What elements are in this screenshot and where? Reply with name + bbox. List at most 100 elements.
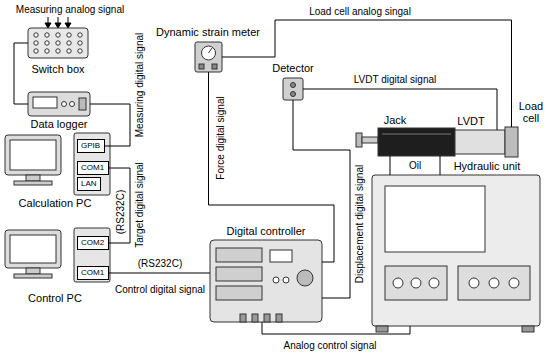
switch-box-device	[45, 41, 49, 45]
hydraulic-unit: Hydraulic unit	[372, 175, 540, 326]
hydraulic-unit-drawing	[385, 186, 485, 252]
switch-box-device	[45, 49, 49, 53]
signal-label: Measuring digital signal	[134, 32, 145, 139]
hydraulic-unit-drawing	[372, 175, 540, 326]
switch-box-device	[28, 28, 88, 58]
hydraulic-unit-drawing	[522, 326, 534, 332]
control-pc-drawing	[26, 268, 40, 274]
strain-meter-device	[199, 64, 204, 69]
port-box: COM2	[77, 236, 109, 250]
signal-line	[222, 20, 512, 127]
device-label: Data logger	[31, 118, 88, 130]
switch-box-device	[34, 33, 38, 37]
hydraulic-unit-drawing	[393, 278, 403, 288]
digital-controller-device	[283, 277, 289, 283]
signal-label: Analog control signal	[283, 340, 378, 351]
strain-meter-device	[195, 42, 222, 72]
hydraulic-unit-drawing	[429, 278, 439, 288]
port-label: GPIB	[78, 141, 104, 151]
switch-box-device	[67, 33, 71, 37]
detector-device	[291, 92, 296, 97]
switch-box-device	[34, 33, 82, 53]
digital-controller-device	[264, 314, 270, 322]
digital-controller-device	[276, 314, 282, 322]
signal-arrows	[45, 17, 71, 28]
detector-device	[283, 78, 303, 100]
digital-controller-device	[210, 240, 322, 322]
data-logger: Data logger	[28, 92, 90, 116]
signal-line	[109, 273, 210, 274]
control-pc-drawing	[5, 230, 61, 268]
signal-arrows	[65, 23, 71, 28]
calculation-pc-drawing	[5, 133, 110, 195]
hydraulic-unit-drawing	[469, 278, 479, 288]
data-logger-device	[28, 92, 90, 116]
data-logger-device	[70, 102, 75, 107]
data-logger-device	[28, 92, 90, 116]
control-pc-drawing	[74, 228, 110, 282]
jack-assembly	[455, 130, 505, 154]
signal-line	[262, 322, 410, 334]
device-label: Load cell	[517, 100, 545, 124]
data-logger-device	[62, 102, 67, 107]
signal-label: Control digital signal	[114, 284, 206, 295]
device-label: LVDT	[457, 115, 484, 127]
device-label: Control PC	[28, 292, 82, 304]
switch-box-device	[78, 41, 82, 45]
strain-meter-device	[209, 48, 213, 53]
device-label: Detector	[272, 62, 314, 74]
strain-meter: Dynamic strain meter	[195, 42, 222, 72]
digital-controller-device	[270, 250, 292, 262]
device-label: Jack	[384, 114, 407, 126]
hydraulic-unit-drawing	[489, 278, 499, 288]
signal-arrows	[45, 23, 51, 28]
digital-controller-device	[240, 314, 246, 322]
digital-controller-device	[216, 286, 262, 300]
data-logger-device	[79, 98, 86, 110]
signal-label: Displacement digital signal	[354, 164, 365, 284]
port-label: COM2	[78, 238, 108, 248]
detector-device	[283, 78, 303, 100]
digital-controller-device	[210, 240, 322, 322]
port-box: GPIB	[77, 139, 105, 153]
lvdt: LVDT	[455, 130, 505, 154]
port-box: COM1	[77, 161, 109, 175]
digital-controller-device	[252, 314, 258, 322]
jack-assembly	[378, 128, 455, 156]
digital-controller-device	[216, 267, 262, 281]
strain-meter-device	[212, 64, 217, 69]
signal-label: Target digital signal	[134, 161, 145, 249]
signal-line	[209, 72, 335, 262]
device-label: Calculation PC	[19, 197, 92, 209]
switch-box-device	[67, 49, 71, 53]
control-pc-drawing	[14, 274, 52, 278]
hydraulic-unit-drawing	[411, 278, 421, 288]
digital-controller: Digital controller	[210, 240, 322, 322]
hydraulic-unit-drawing	[376, 326, 388, 332]
calculation-pc-drawing	[5, 135, 61, 175]
calculation-pc-drawing	[10, 140, 56, 170]
signal-line	[303, 89, 497, 130]
switch-box-device	[34, 49, 38, 53]
switch-box-device	[56, 41, 60, 45]
switch-box-device	[78, 49, 82, 53]
jack-assembly	[356, 127, 518, 157]
note-label: Measuring analog signal	[15, 4, 125, 15]
signal-label: LVDT digital signal	[353, 74, 437, 85]
hydraulic-unit-drawing	[372, 175, 540, 332]
strain-meter-device	[195, 42, 222, 72]
jack-assembly	[356, 133, 362, 147]
jack-assembly	[362, 137, 378, 143]
switch-box-device	[78, 33, 82, 37]
note-label: (RS232C)	[137, 258, 183, 269]
computer: Control PCCOM2COM1	[5, 228, 110, 282]
detector: Detector	[283, 78, 303, 100]
note-label: (RS232C)	[115, 189, 126, 235]
control-pc-drawing	[5, 228, 110, 282]
jack: Jack	[356, 128, 455, 156]
digital-controller-device	[297, 270, 313, 286]
calculation-pc-drawing	[74, 133, 110, 195]
